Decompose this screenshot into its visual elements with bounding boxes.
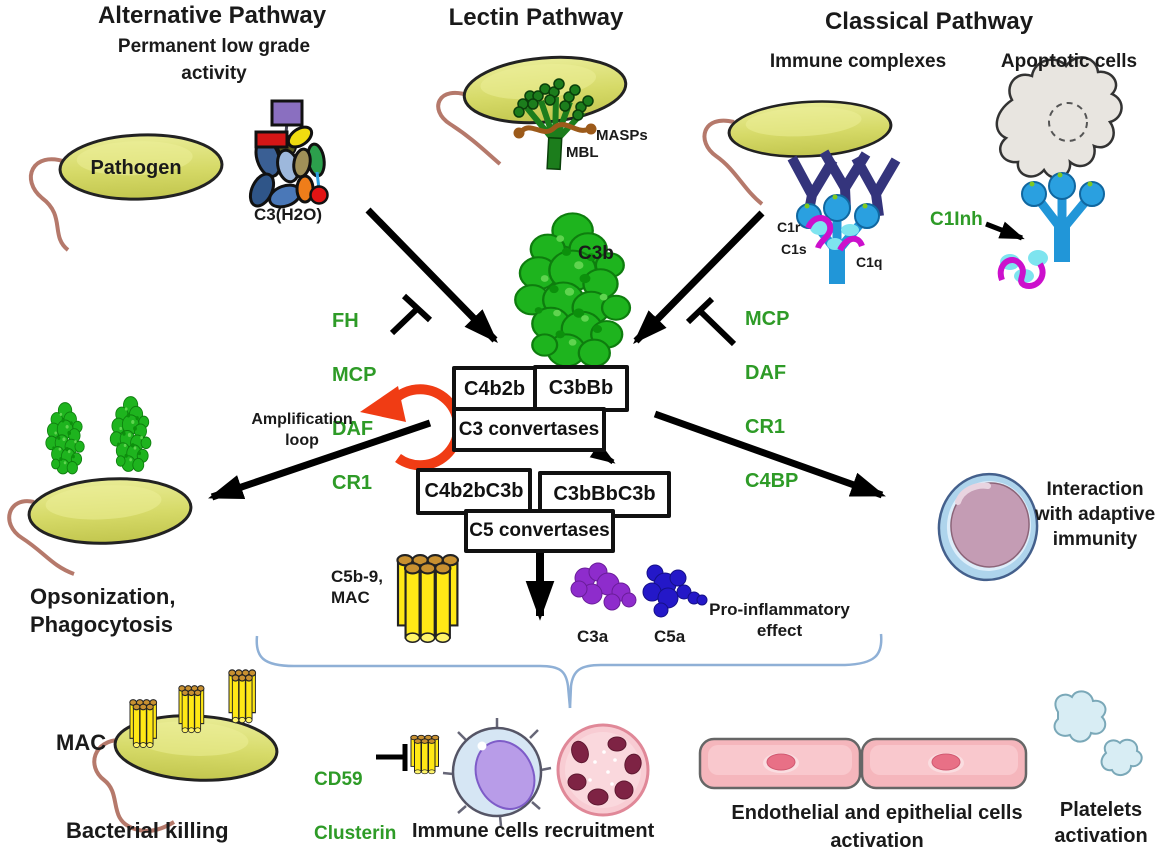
c1inh-label: C1Inh [930, 209, 983, 230]
alternative-inhibitors: FH MCP DAF CR1 [332, 281, 376, 524]
mac-inhibitors: CD59 Clusterin vitronectin [314, 739, 411, 851]
immune-recruitment-label: Immune cells recruitment [412, 820, 655, 842]
c4b2b-box: C4b2b [452, 366, 537, 412]
c5a-label: C5a [654, 627, 686, 646]
alternative-pathway-subtitle: Permanent low grade activity [117, 36, 311, 84]
c3bbb-box: C3bBb [533, 365, 629, 412]
c4b2bc3b-box: C4b2bC3b [416, 468, 532, 515]
opsonized-bacterium [7, 396, 195, 576]
platelets-label: Platelets activation [1054, 799, 1148, 847]
flagellum [92, 738, 176, 833]
masps-strand [517, 122, 592, 135]
mbl-label: MBL [566, 144, 599, 161]
pathway-arrows [208, 207, 886, 501]
neutrophil-cell [556, 723, 650, 817]
c1r-c1s-ribbon [805, 215, 865, 252]
classical-pathway-title: Classical Pathway [824, 8, 1034, 35]
c1q-label: C1q [856, 254, 883, 270]
c5-convertases-box: C5 convertases [464, 509, 615, 553]
adaptive-immunity-label: Interaction with adaptive immunity [1034, 479, 1156, 550]
mac-killed-bacterium [92, 669, 281, 833]
classical-bacterium [702, 96, 894, 206]
flagellum [436, 90, 502, 166]
outcome-brace [255, 633, 883, 709]
inhibitor-cd59: CD59 [314, 769, 363, 790]
platelets [1053, 690, 1143, 777]
masps-label: MASPs [596, 127, 648, 144]
bacterial-killing-label: Bacterial killing [66, 818, 229, 843]
pathogen-bacterium [29, 130, 225, 252]
c3b-label: C3b [578, 243, 614, 264]
apoptotic-cells-label: Apoptotic cells [1000, 51, 1138, 72]
mac-label: MAC [56, 730, 107, 755]
lectin-pathway-title: Lectin Pathway [448, 4, 624, 31]
lymphocyte-cell [442, 718, 552, 827]
c5b9-mac-label: C5b-9, MAC [331, 567, 383, 607]
pathogen-label: Pathogen [90, 157, 182, 179]
inhibitor-mcp: MCP [332, 364, 377, 386]
c5a-molecule [642, 564, 708, 618]
inhibitor-daf: DAF [332, 418, 374, 440]
mac-c5b9-bundle [396, 553, 460, 644]
inhibition-tbars [376, 293, 737, 771]
alternative-pathway-title: Alternative Pathway [97, 2, 327, 29]
proinflammatory-label: Pro-inflammatory effect [709, 600, 850, 640]
inhibitor-c4bp: C4BP [745, 470, 799, 492]
mbl-masps-complex [513, 78, 597, 171]
flagellum [29, 157, 70, 252]
endothelial-cells [698, 737, 1028, 790]
inhibitor-cr1: CR1 [332, 472, 373, 494]
classical-inhibitors: MCP DAF CR1 C4BP [745, 279, 798, 522]
flagellum [7, 499, 75, 576]
c1-complex [797, 195, 879, 285]
c1inh-arrow [985, 221, 1025, 241]
flagellum [702, 118, 764, 206]
endothelial-label: Endothelial and epithelial cells activat… [731, 802, 1023, 851]
apoptotic-cell [995, 56, 1123, 180]
inhibitor-clusterin: Clusterin [314, 823, 397, 844]
c3a-molecule [570, 562, 637, 611]
mbl-heads [513, 78, 594, 121]
apoptotic-nucleus [1048, 102, 1088, 142]
inhibitor-daf2: DAF [745, 362, 787, 384]
immune-complexes-label: Immune complexes [769, 51, 947, 72]
inhibitor-cr12: CR1 [745, 416, 786, 438]
inhibitor-fh: FH [332, 310, 359, 332]
amplification-loop-label: Amplification loop [251, 411, 353, 449]
c3h2o-molecule [248, 99, 329, 209]
c3-convertases-box: C3 convertases [452, 407, 606, 452]
c1s-label: C1s [781, 241, 807, 257]
c3h2o-label: C3(H2O) [253, 205, 322, 224]
inhibitor-mcp2: MCP [745, 308, 790, 330]
adaptive-immunity-cell [937, 472, 1039, 582]
opsonization-label: Opsonization, Phagocytosis [30, 584, 176, 637]
c1q-apoptotic [1022, 173, 1104, 263]
mac-inhibited-bundle [410, 734, 440, 775]
c1inh-ribbon [997, 250, 1048, 290]
c3a-label: C3a [577, 627, 609, 646]
lectin-bacterium [436, 49, 630, 166]
c3b-molecule [514, 212, 632, 368]
c1r-label: C1r [777, 219, 801, 235]
